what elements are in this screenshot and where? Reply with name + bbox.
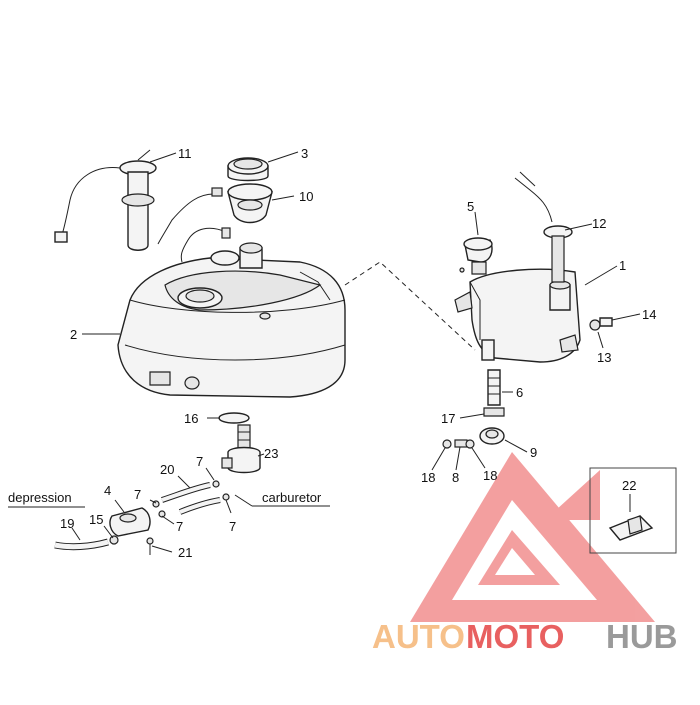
vacuum-pump xyxy=(54,507,154,555)
callout-4: 4 xyxy=(104,483,111,498)
callout-3: 3 xyxy=(301,146,308,161)
callout-12: 12 xyxy=(592,216,606,231)
callout-7-right: 7 xyxy=(229,519,236,534)
watermark-moto: MOTO xyxy=(466,618,564,655)
callout-10: 10 xyxy=(299,189,313,204)
callout-16: 16 xyxy=(184,411,198,426)
callouts: 11 3 10 2 5 12 1 14 13 6 17 9 18 8 18 16… xyxy=(60,146,656,560)
watermark-hub: HUB xyxy=(606,618,678,655)
callout-13: 13 xyxy=(597,350,611,365)
callout-6: 6 xyxy=(516,385,523,400)
callout-2: 2 xyxy=(70,327,77,342)
callout-17: 17 xyxy=(441,411,455,426)
oil-tank xyxy=(454,268,581,363)
caption-depression: depression xyxy=(8,490,72,505)
callout-22: 22 xyxy=(622,478,636,493)
callout-18-left: 18 xyxy=(421,470,435,485)
leader-lines xyxy=(71,151,641,553)
callout-7-left: 7 xyxy=(134,487,141,502)
caption-lines xyxy=(8,494,330,508)
watermark-text: AUTO MOTO HUB xyxy=(372,618,678,655)
callout-21: 21 xyxy=(178,545,192,560)
callout-19: 19 xyxy=(60,516,74,531)
oil-outlet-fittings xyxy=(442,369,505,449)
fuel-hoses xyxy=(152,480,230,518)
callout-5: 5 xyxy=(467,199,474,214)
inset-box xyxy=(589,467,677,554)
callout-23: 23 xyxy=(264,446,278,461)
captions: depression carburetor xyxy=(8,490,322,505)
filler-neck xyxy=(157,183,273,263)
callout-7-middle: 7 xyxy=(176,519,183,534)
callout-14: 14 xyxy=(642,307,656,322)
callout-20: 20 xyxy=(160,462,174,477)
oil-tank-cap xyxy=(459,237,493,275)
fuel-tank xyxy=(117,242,476,398)
watermark-logo xyxy=(410,452,655,622)
callout-11: 11 xyxy=(178,146,192,161)
tank-bolt xyxy=(589,317,613,331)
caption-carburetor: carburetor xyxy=(262,490,322,505)
callout-1: 1 xyxy=(619,258,626,273)
callout-7-top: 7 xyxy=(196,454,203,469)
fuel-tap xyxy=(218,412,261,474)
oil-level-sensor xyxy=(514,171,573,283)
callout-18-right: 18 xyxy=(483,468,497,483)
callout-15: 15 xyxy=(89,512,103,527)
callout-9: 9 xyxy=(530,445,537,460)
fuel-gauge-sender xyxy=(54,149,157,251)
callout-8: 8 xyxy=(452,470,459,485)
watermark-auto: AUTO xyxy=(372,618,465,655)
fuel-cap xyxy=(227,157,269,182)
